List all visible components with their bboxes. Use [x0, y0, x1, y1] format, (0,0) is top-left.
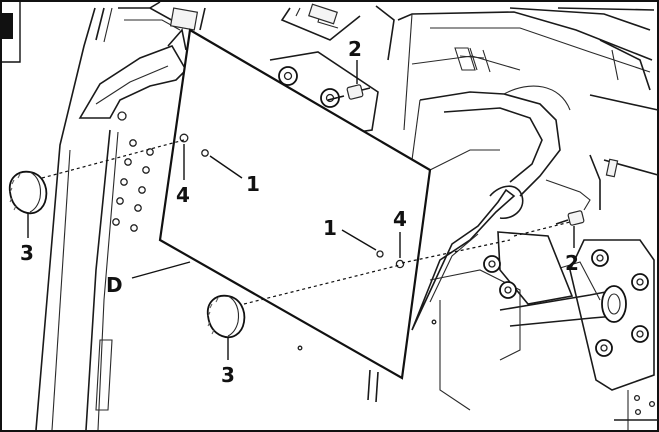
callout-knob-3-bottom: 3 [221, 363, 235, 387]
plate-hole-1-lower [376, 250, 384, 258]
leader-plate [131, 261, 191, 279]
callout-hole-1-lower: 1 [323, 216, 337, 240]
callout-bolt-2-upper: 2 [348, 37, 362, 61]
upper-hinge-bracket [78, 28, 188, 121]
leader-hole-upper [209, 155, 243, 179]
housing-slots [454, 47, 491, 73]
bolt-lower [555, 210, 585, 226]
assembly-line-pin-lower [401, 239, 511, 264]
plate-pin-4-lower [395, 259, 405, 269]
assembly-line-bottom [243, 264, 401, 305]
rail-holes [112, 139, 154, 232]
assembly-line-bolt-lower [513, 221, 571, 237]
corner-marker [1, 0, 21, 63]
callout-pin-4-upper: 4 [176, 183, 190, 207]
plate-d [158, 28, 432, 380]
callout-knob-3-left: 3 [20, 241, 34, 265]
callout-pin-4-lower: 4 [393, 207, 407, 231]
knob-bottom [206, 294, 246, 339]
callout-plate-d: D [106, 273, 123, 297]
machine-frame [35, 1, 659, 431]
lower-hinge-bracket [411, 179, 591, 331]
assembly-line-bolt-upper [327, 95, 345, 101]
leader-hole-lower [341, 229, 377, 251]
callout-bolt-2-lower: 2 [565, 251, 579, 275]
knob-left [8, 170, 48, 215]
plate-hole-1-upper [201, 149, 209, 157]
right-bracket-bolts [591, 249, 649, 357]
upper-bolt-plate [269, 51, 379, 141]
callout-hole-1-upper: 1 [246, 172, 260, 196]
assembly-line-left [41, 139, 185, 179]
